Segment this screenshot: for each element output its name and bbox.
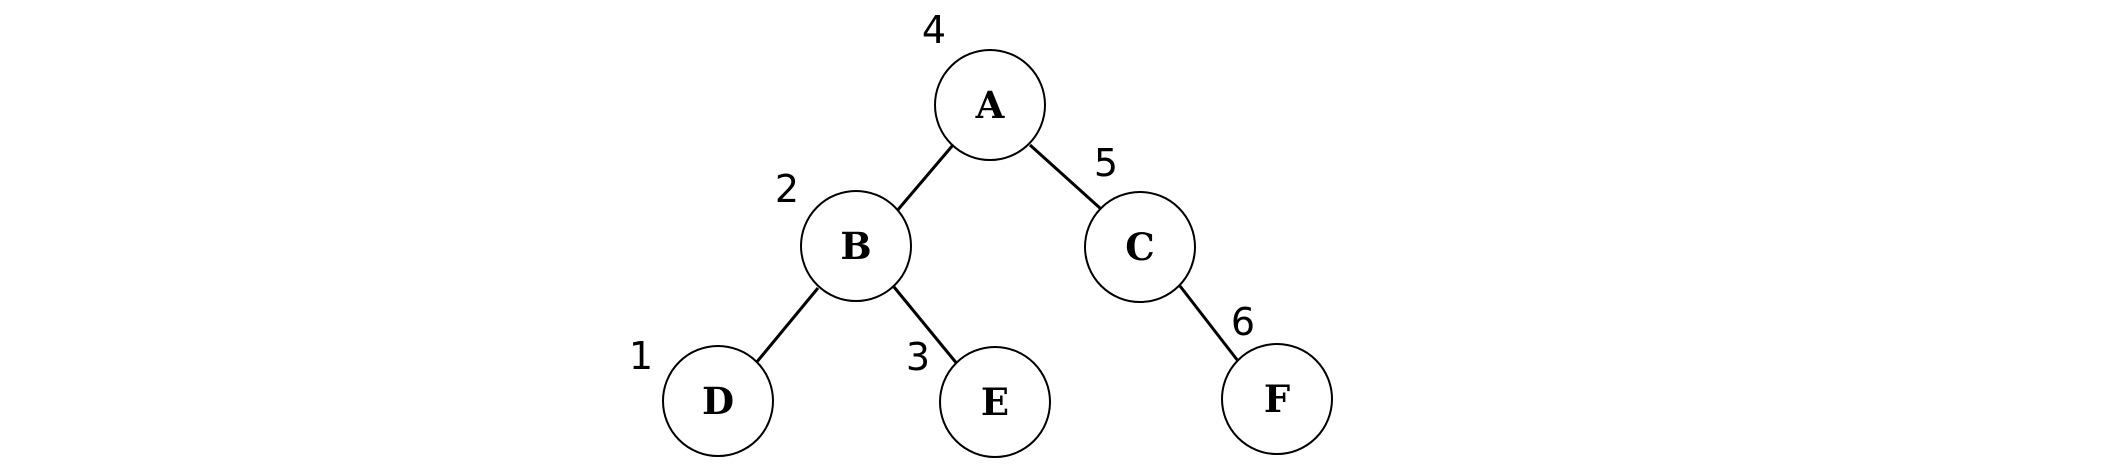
order-label-c: 5	[1094, 141, 1118, 185]
order-label-f: 6	[1231, 300, 1255, 344]
edge-layer	[754, 143, 1240, 366]
node-d: D	[662, 345, 774, 457]
node-circle	[1221, 343, 1333, 455]
node-circle	[800, 190, 912, 302]
node-label: C	[1125, 225, 1154, 269]
node-circle	[662, 345, 774, 457]
node-label: D	[702, 379, 734, 423]
node-e: E	[939, 346, 1051, 458]
order-label-b: 2	[775, 167, 799, 211]
node-circle	[934, 49, 1046, 161]
node-c: C	[1084, 191, 1196, 303]
order-label-e: 3	[906, 335, 930, 379]
edge-c-f	[1178, 285, 1240, 362]
edge-a-c	[1028, 143, 1103, 211]
node-a: A	[934, 49, 1046, 161]
edge-b-e	[892, 286, 960, 366]
node-f: F	[1221, 343, 1333, 455]
node-circle	[939, 346, 1051, 458]
edge-b-d	[754, 287, 820, 364]
order-label-d: 1	[629, 334, 653, 378]
node-circle	[1084, 191, 1196, 303]
node-label: E	[981, 380, 1009, 424]
order-labels: 4 2 5 1 3 6	[629, 8, 1255, 379]
node-label: A	[975, 83, 1006, 127]
edge-a-b	[894, 144, 955, 213]
node-label: B	[840, 224, 871, 268]
order-label-a: 4	[922, 8, 946, 52]
node-label: F	[1264, 377, 1290, 421]
node-b: B	[800, 190, 912, 302]
